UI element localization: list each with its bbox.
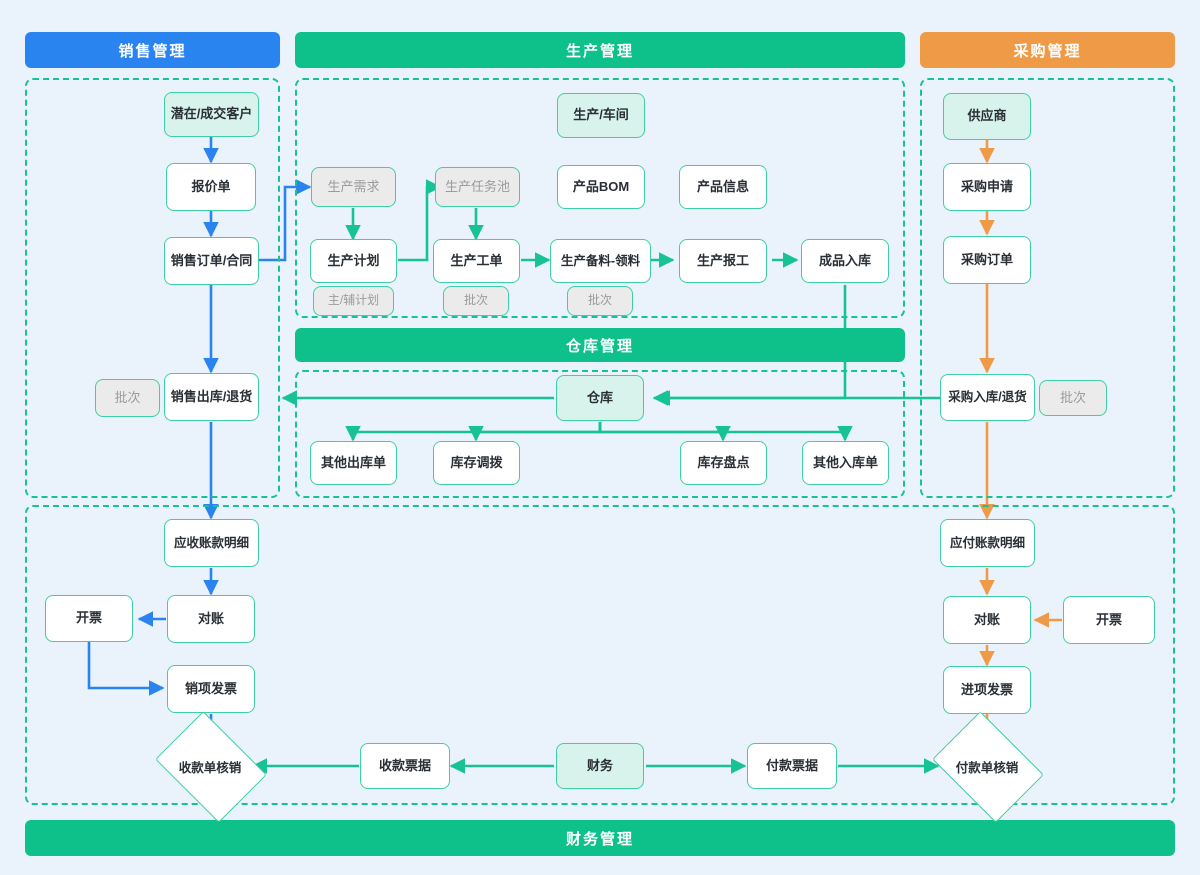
- node-main-sub-plan[interactable]: 主/辅计划: [313, 286, 394, 316]
- section-bar-warehouse: 仓库管理: [295, 328, 905, 362]
- node-receipt-writeoff[interactable]: 收款单核销: [155, 711, 267, 823]
- node-payment-writeoff[interactable]: 付款单核销: [932, 711, 1044, 823]
- node-purchase-request[interactable]: 采购申请: [943, 163, 1031, 211]
- node-purchase-batch[interactable]: 批次: [1039, 380, 1107, 416]
- node-workshop[interactable]: 生产/车间: [557, 93, 645, 138]
- node-stock-count[interactable]: 库存盘点: [680, 441, 767, 485]
- node-ar-detail[interactable]: 应收账款明细: [164, 519, 259, 567]
- node-other-inbound[interactable]: 其他入库单: [802, 441, 889, 485]
- node-receipt-document[interactable]: 收款票据: [360, 743, 450, 789]
- node-ar-reconciliation[interactable]: 对账: [167, 595, 255, 643]
- node-production-report[interactable]: 生产报工: [679, 239, 767, 283]
- node-production-plan[interactable]: 生产计划: [310, 239, 397, 283]
- node-other-outbound[interactable]: 其他出库单: [310, 441, 397, 485]
- node-work-order[interactable]: 生产工单: [433, 239, 520, 283]
- node-ap-detail[interactable]: 应付账款明细: [940, 519, 1035, 567]
- group-finance: [25, 505, 1175, 805]
- section-bar-finance: 财务管理: [25, 820, 1175, 856]
- node-material-picking[interactable]: 生产备料-领料: [550, 239, 651, 283]
- node-potential-customer[interactable]: 潜在/成交客户: [164, 92, 259, 137]
- node-ap-issue-invoice[interactable]: 开票: [1063, 596, 1155, 644]
- section-bar-production: 生产管理: [295, 32, 905, 68]
- node-sales-order[interactable]: 销售订单/合同: [164, 237, 259, 285]
- section-bar-purchase: 采购管理: [920, 32, 1175, 68]
- node-ap-reconciliation[interactable]: 对账: [943, 596, 1031, 644]
- node-product-info[interactable]: 产品信息: [679, 165, 767, 209]
- node-task-pool[interactable]: 生产任务池: [435, 167, 520, 207]
- group-warehouse: [295, 370, 905, 498]
- node-ar-issue-invoice[interactable]: 开票: [45, 595, 133, 642]
- node-supplier[interactable]: 供应商: [943, 93, 1031, 140]
- payment-writeoff-label: 付款单核销: [955, 760, 1019, 775]
- node-purchase-order[interactable]: 采购订单: [943, 236, 1031, 284]
- node-warehouse[interactable]: 仓库: [556, 375, 644, 421]
- node-finished-goods-inbound[interactable]: 成品入库: [801, 239, 889, 283]
- section-bar-sales: 销售管理: [25, 32, 280, 68]
- node-finance-center[interactable]: 财务: [556, 743, 644, 789]
- group-production: [295, 78, 905, 318]
- node-input-invoice[interactable]: 进项发票: [943, 666, 1031, 714]
- node-payment-document[interactable]: 付款票据: [747, 743, 837, 789]
- group-sales: [25, 78, 280, 498]
- node-sales-batch[interactable]: 批次: [95, 379, 160, 417]
- node-work-order-batch[interactable]: 批次: [443, 286, 509, 316]
- node-picking-batch[interactable]: 批次: [567, 286, 633, 316]
- node-output-invoice[interactable]: 销项发票: [167, 665, 255, 713]
- receipt-writeoff-label: 收款单核销: [178, 760, 242, 775]
- node-quotation[interactable]: 报价单: [166, 163, 256, 211]
- node-stock-transfer[interactable]: 库存调拨: [433, 441, 520, 485]
- node-production-demand[interactable]: 生产需求: [311, 167, 396, 207]
- node-sales-outbound[interactable]: 销售出库/退货: [164, 373, 259, 421]
- node-product-bom[interactable]: 产品BOM: [557, 165, 645, 209]
- node-purchase-inbound[interactable]: 采购入库/退货: [940, 374, 1035, 421]
- group-purchase: [920, 78, 1175, 498]
